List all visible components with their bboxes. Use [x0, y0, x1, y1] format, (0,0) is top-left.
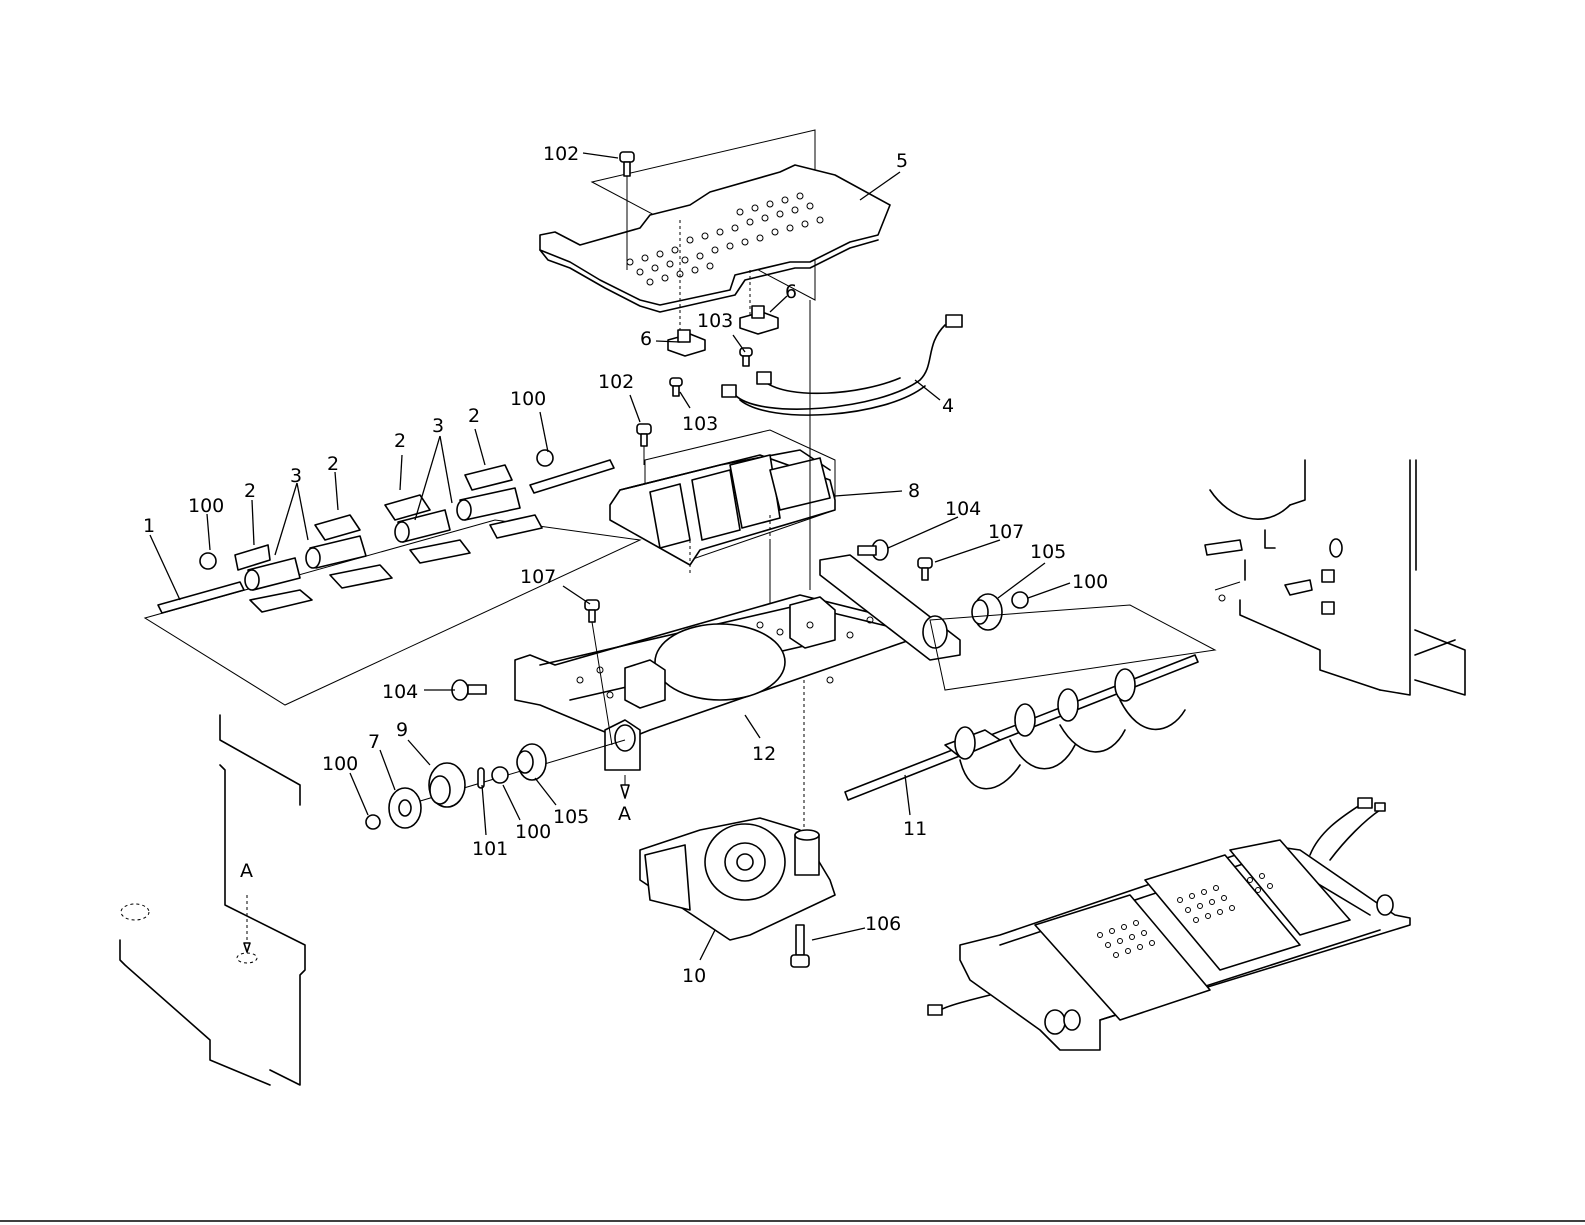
label-2-c: 2	[394, 430, 406, 452]
label-6-right: 6	[785, 281, 797, 303]
e-ring-100-b	[537, 450, 553, 466]
label-8: 8	[908, 480, 920, 502]
label-102-duct: 102	[598, 371, 634, 393]
label-100-c: 100	[322, 753, 358, 775]
screw-107-right	[918, 558, 932, 580]
label-100-right: 100	[1072, 571, 1108, 593]
sensor-bracket-left	[668, 330, 705, 356]
label-6-left: 6	[640, 328, 652, 350]
label-102-top: 102	[543, 143, 579, 165]
label-1: 1	[143, 515, 155, 537]
screw-103-right	[740, 348, 752, 366]
right-frame-panel	[1205, 460, 1465, 695]
label-103-top: 103	[697, 310, 733, 332]
blower-fan	[640, 818, 835, 940]
top-cover-plate	[540, 130, 890, 340]
label-10: 10	[682, 965, 706, 987]
label-4: 4	[942, 395, 954, 417]
label-ref-a-frame: A	[240, 860, 253, 882]
e-ring-100-right	[1012, 592, 1028, 608]
label-11: 11	[903, 818, 927, 840]
label-107-left: 107	[520, 566, 556, 588]
e-ring-100-a	[200, 553, 216, 569]
label-5: 5	[896, 150, 908, 172]
label-2-a: 2	[244, 480, 256, 502]
label-100-d: 100	[515, 821, 551, 843]
label-ref-a-plate: A	[618, 803, 631, 825]
roller-group	[235, 465, 542, 612]
label-101: 101	[472, 838, 508, 860]
assembled-unit	[928, 798, 1410, 1050]
label-103-bottom: 103	[682, 413, 718, 435]
label-100-upper: 100	[510, 388, 546, 410]
screw-104-right	[858, 540, 888, 560]
label-105-right: 105	[1030, 541, 1066, 563]
label-106: 106	[865, 913, 901, 935]
label-12: 12	[752, 743, 776, 765]
screw-106	[791, 925, 809, 967]
label-3-a: 3	[290, 465, 302, 487]
label-3-b: 3	[432, 415, 444, 437]
label-2-d: 2	[468, 405, 480, 427]
label-100-a: 100	[188, 495, 224, 517]
base-plate	[515, 555, 960, 770]
ref-arrow-a	[621, 775, 629, 798]
label-104-right: 104	[945, 498, 981, 520]
label-107-right: 107	[988, 521, 1024, 543]
label-2-b: 2	[327, 453, 339, 475]
shaft-1	[158, 582, 244, 613]
label-7: 7	[368, 731, 380, 753]
label-105-left: 105	[553, 806, 589, 828]
label-104-left: 104	[382, 681, 418, 703]
screw-104-left	[452, 680, 486, 700]
label-9: 9	[396, 719, 408, 741]
bushing-105-right	[972, 594, 1002, 630]
left-frame-panel	[120, 715, 305, 1085]
